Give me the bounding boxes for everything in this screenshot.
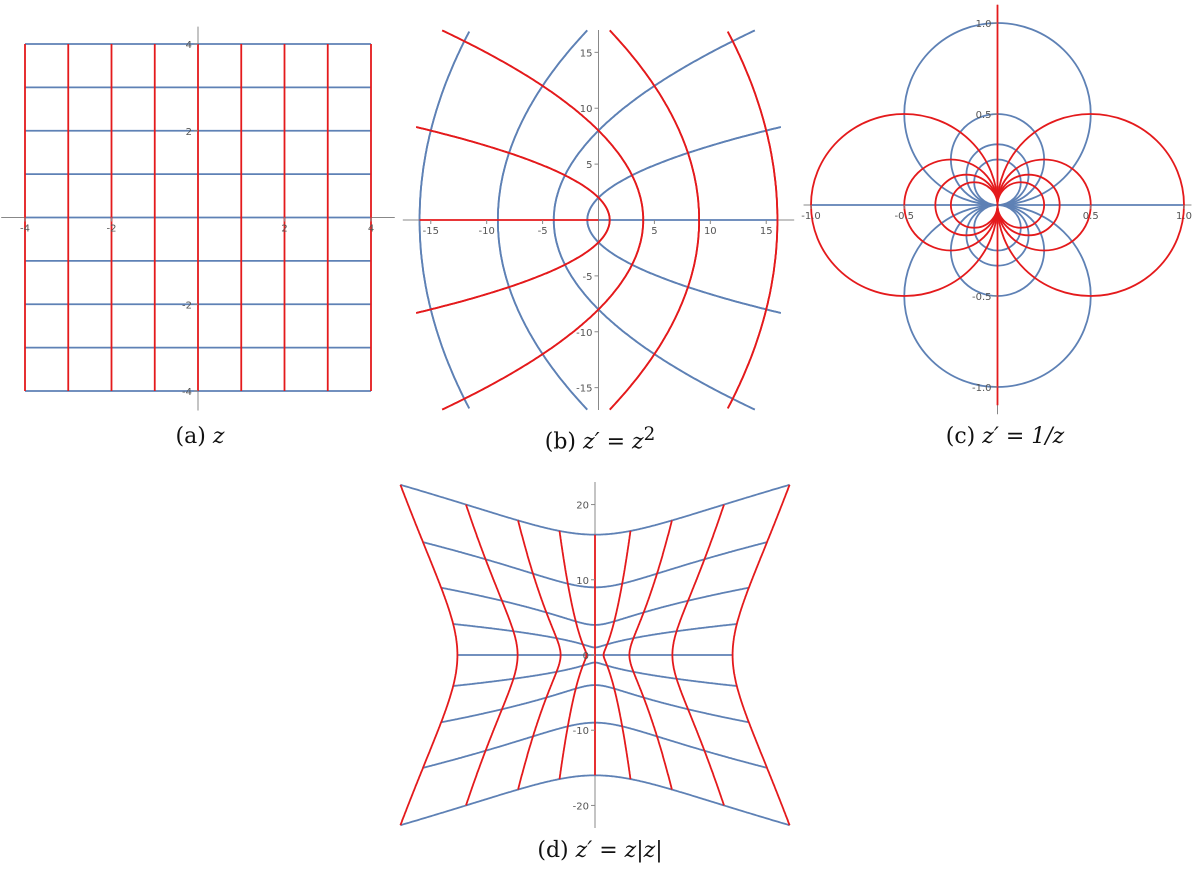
y-tick-label: -0.5 (972, 292, 992, 303)
panel-b-square-map: -15 -10 -5 5 10 15 15 10 5 -5 -10 -15 (398, 29, 798, 418)
panel-a-identity-grid: -4 -2 2 4 4 2 -2 -4 (0, 20, 400, 420)
y-tick-label: 10 (580, 104, 593, 115)
y-tick-label: -2 (182, 300, 192, 311)
image-of-vertical-line (609, 29, 700, 411)
plot-b: -15 -10 -5 5 10 15 15 10 5 -5 -10 -15 (402, 29, 795, 411)
x-tick-label: -1.0 (801, 211, 821, 222)
image-of-vertical-line (399, 484, 459, 826)
y-tick-label: 10 (576, 576, 589, 587)
y-tick-label: -1.0 (972, 383, 992, 394)
y-tick-label: -4 (182, 387, 192, 398)
image-of-vertical-line (628, 520, 673, 790)
x-tick-label: 15 (760, 226, 773, 237)
y-tick-label: -10 (576, 328, 592, 339)
y-tick-label: -10 (573, 726, 589, 737)
image-of-vertical-line (441, 29, 645, 411)
y-tick-label: -5 (583, 272, 593, 283)
image-of-vertical-line (602, 530, 632, 780)
y-tick-label: 1.0 (976, 19, 992, 30)
y-tick-label: 0 (583, 651, 589, 662)
caption-b: (b) z′ = z2 (544, 424, 656, 455)
image-of-vertical-line (726, 31, 779, 409)
y-tick-label: -20 (573, 801, 589, 812)
x-tick-label: 1.0 (1176, 211, 1192, 222)
y-tick-label: 20 (576, 501, 589, 512)
panel-c-inversion-map: -1.0 -0.5 0.5 1.0 1.0 0.5 -0.5 -1.0 (801, 4, 1198, 422)
plot-a: -4 -2 2 4 4 2 -2 -4 (1, 26, 395, 411)
x-tick-label: 0.5 (1083, 211, 1099, 222)
x-tick-label: -2 (107, 224, 117, 235)
image-of-vertical-line (731, 484, 791, 826)
plot-d: 20 10 0 -10 -20 (399, 482, 791, 828)
image-of-vertical-line (558, 530, 588, 780)
y-tick-label: 2 (186, 127, 192, 138)
x-tick-label: -10 (479, 226, 495, 237)
caption-d: (d) z′ = z|z| (537, 838, 663, 863)
image-of-vertical-line (671, 504, 725, 806)
panel-d-zabsz-map: 20 10 0 -10 -20 (399, 478, 791, 834)
y-tick-label: 5 (586, 160, 592, 171)
x-tick-label: -0.5 (894, 211, 914, 222)
x-tick-label: 10 (704, 226, 717, 237)
y-tick-label: -15 (576, 384, 592, 395)
y-tick-label: 15 (580, 48, 593, 59)
x-tick-label: 5 (651, 226, 657, 237)
caption-a: (a) z (175, 424, 225, 449)
caption-c: (c) z′ = 1/z (945, 424, 1065, 449)
image-of-vertical-line (415, 126, 611, 314)
y-tick-label: 4 (186, 40, 192, 51)
image-of-vertical-line (465, 504, 519, 806)
x-tick-label: -5 (538, 226, 548, 237)
x-tick-label: -15 (423, 226, 439, 237)
x-tick-label: 4 (368, 224, 374, 235)
x-tick-label: 2 (281, 224, 287, 235)
y-tick-label: 0.5 (976, 110, 992, 121)
x-tick-label: -4 (20, 224, 30, 235)
image-of-vertical-line (517, 520, 562, 790)
plot-c: -1.0 -0.5 0.5 1.0 1.0 0.5 -0.5 -1.0 (801, 4, 1192, 415)
